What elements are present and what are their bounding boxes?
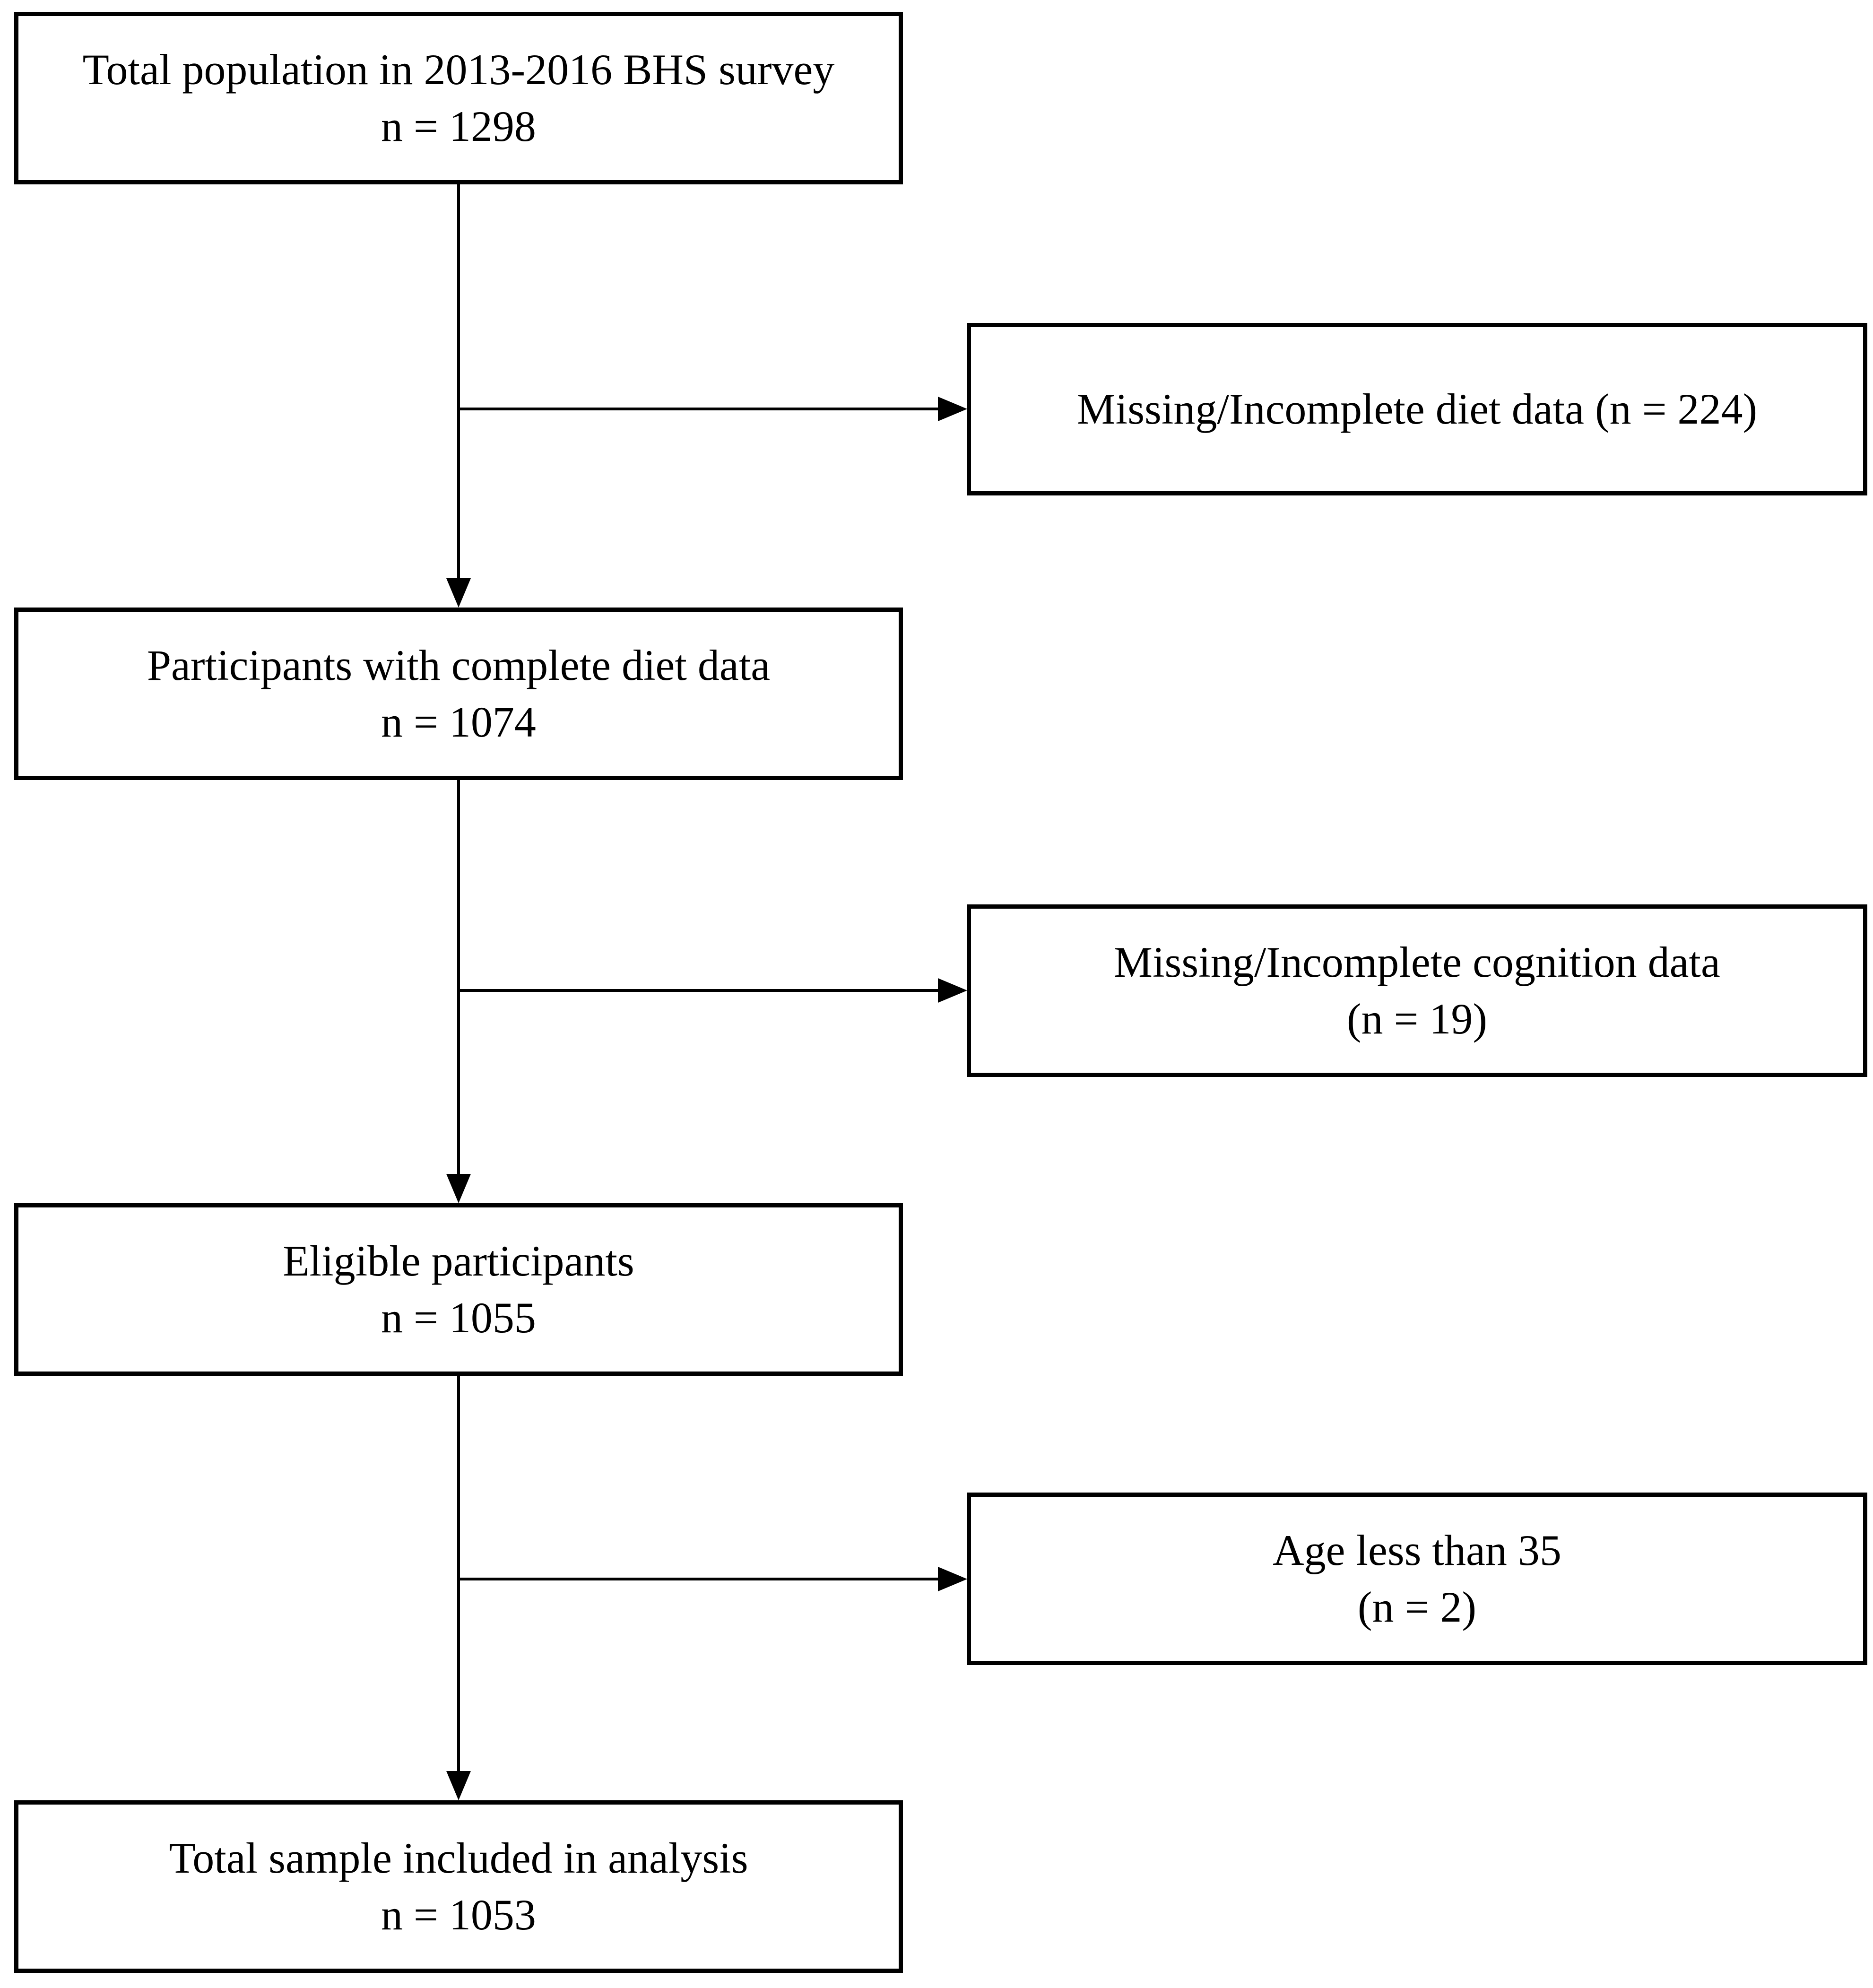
arrowhead-right-icon [938, 1567, 967, 1591]
flow-box-count: n = 1053 [381, 1890, 536, 1939]
connector-horizontal-line [457, 1578, 943, 1580]
exclusion-box-text: Missing/Incomplete diet data (n = 224) [1076, 384, 1758, 433]
flow-box-count: n = 1055 [381, 1293, 536, 1342]
arrowhead-right-icon [938, 978, 967, 1003]
connector-horizontal-line [457, 989, 943, 992]
flow-box-final-sample: Total sample included in analysis n = 10… [14, 1800, 903, 1973]
connector-vertical-line [457, 1373, 460, 1777]
flow-box-title: Participants with complete diet data [147, 641, 771, 689]
flow-box-count: n = 1298 [381, 102, 536, 150]
exclusion-box-missing-cognition-data: Missing/Incomplete cognition data (n = 1… [967, 904, 1867, 1077]
arrowhead-right-icon [938, 397, 967, 421]
arrowhead-down-icon [446, 1771, 471, 1800]
flow-box-title: Total sample included in analysis [169, 1833, 748, 1882]
flow-box-complete-diet-data: Participants with complete diet data n =… [14, 608, 903, 780]
exclusion-box-count: (n = 2) [1357, 1582, 1477, 1631]
exclusion-box-count: (n = 19) [1346, 994, 1488, 1043]
flow-box-count: n = 1074 [381, 697, 536, 746]
exclusion-box-text: Missing/Incomplete cognition data [1114, 938, 1720, 986]
exclusion-box-missing-diet-data: Missing/Incomplete diet data (n = 224) [967, 323, 1867, 495]
exclusion-box-text: Age less than 35 [1273, 1526, 1561, 1574]
flow-box-title: Eligible participants [283, 1236, 634, 1285]
arrowhead-down-icon [446, 1174, 471, 1203]
connector-horizontal-line [457, 408, 943, 410]
connector-vertical-line [457, 778, 460, 1180]
arrowhead-down-icon [446, 578, 471, 608]
flow-box-title: Total population in 2013-2016 BHS survey [82, 45, 835, 94]
exclusion-box-age-under-35: Age less than 35 (n = 2) [967, 1493, 1867, 1665]
flow-box-total-population: Total population in 2013-2016 BHS survey… [14, 12, 903, 184]
flow-box-eligible-participants: Eligible participants n = 1055 [14, 1203, 903, 1376]
connector-vertical-line [457, 184, 460, 584]
